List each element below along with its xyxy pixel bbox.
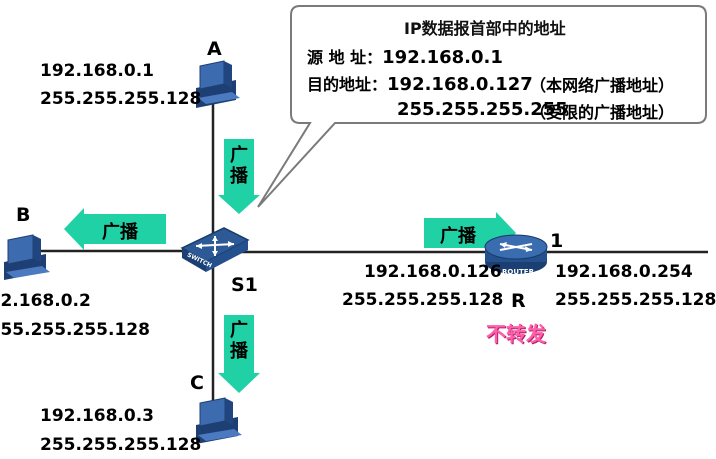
destination-address-value-2: 255.255.255.255 — [397, 99, 568, 120]
host-b-ip: .2.168.0.2 — [0, 291, 91, 311]
host-c-label: C — [190, 372, 204, 394]
switch-icon — [180, 227, 250, 272]
computer-icon-a — [196, 60, 240, 108]
host-a-mask: 255.255.255.128 — [40, 89, 202, 109]
source-address-value: 192.168.0.1 — [382, 47, 503, 68]
destination-address-label: 目的地址： — [307, 75, 388, 94]
host-c-mask: 255.255.255.128 — [40, 435, 202, 455]
destination-address-value-1: 192.168.0.127 — [387, 74, 533, 95]
broadcast-label-right-r: 广播 — [440, 226, 476, 247]
broadcast-arrow-left-b — [64, 208, 166, 250]
host-b-mask: .55.255.255.128 — [0, 320, 150, 340]
router-device-text: ROUTER — [502, 268, 534, 276]
host-b-label: B — [16, 204, 31, 226]
switch-label: S1 — [231, 274, 258, 296]
computer-icon-b — [4, 234, 50, 280]
broadcast-label-left-b: 广播 — [102, 222, 138, 243]
destination-note-2: （受限的广播地址） — [530, 103, 675, 122]
router-icon — [484, 234, 548, 274]
router-status-no-forward: 不转发 — [486, 322, 546, 346]
source-address-label: 源 地 址： — [307, 48, 383, 67]
callout-title: IP数据报首部中的地址 — [404, 19, 566, 38]
router-right-ip: 192.168.0.254 — [555, 262, 693, 282]
destination-note-1: （本网络广播地址） — [530, 76, 675, 95]
computer-icon-c — [196, 397, 242, 444]
router-right-mask: 255.255.255.128 — [555, 290, 716, 310]
broadcast-label-down-a: 广播 — [230, 145, 248, 187]
host-c-ip: 192.168.0.3 — [40, 406, 155, 426]
broadcast-arrow-down-a — [218, 139, 260, 214]
router-label: R — [511, 290, 526, 312]
router-left-ip: 192.168.0.126 — [364, 262, 502, 282]
callout-destination-row: 目的地址：192.168.0.127 — [307, 71, 533, 95]
broadcast-arrow-down-c — [218, 315, 260, 393]
callout-box — [257, 5, 707, 208]
broadcast-label-down-c: 广播 — [230, 320, 248, 362]
host-a-ip: 192.168.0.1 — [40, 61, 155, 81]
router-port-label: 1 — [550, 230, 564, 252]
callout-source-row: 源 地 址：192.168.0.1 — [307, 44, 503, 68]
router-left-mask: 255.255.255.128 — [342, 290, 504, 310]
host-a-label: A — [207, 38, 222, 60]
